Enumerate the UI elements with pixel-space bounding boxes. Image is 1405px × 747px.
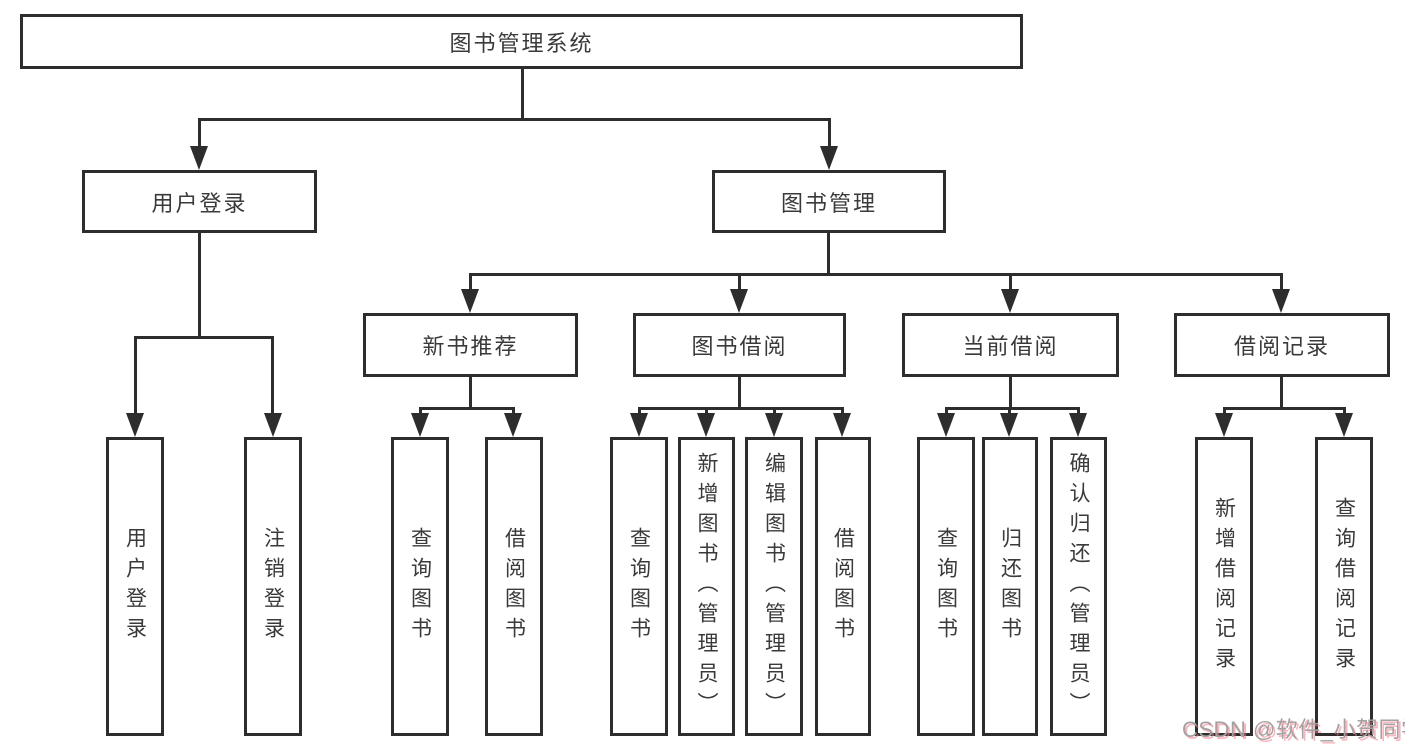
leaf-confirm-return-admin: 确认归还（管理员） [1050, 437, 1107, 736]
arrowhead-down-icon [1272, 289, 1290, 313]
connector-line [198, 118, 831, 121]
connector-line [828, 118, 831, 148]
node-user-login-label: 用户登录 [151, 190, 248, 216]
leaf-add-book-admin-label: 新增图书（管理员） [695, 451, 718, 722]
leaf-borrow-book-recommend-label: 借阅图书 [502, 526, 526, 647]
connector-line [521, 69, 524, 118]
leaf-add-borrow-record: 新增借阅记录 [1195, 437, 1253, 736]
connector-line [271, 336, 274, 415]
leaf-query-book-recommend-label: 查询图书 [408, 526, 432, 647]
arrowhead-down-icon [730, 289, 748, 313]
connector-line [198, 118, 201, 148]
arrowhead-down-icon [937, 413, 955, 437]
leaf-query-book-recommend: 查询图书 [391, 437, 449, 736]
leaf-add-borrow-record-label: 新增借阅记录 [1212, 496, 1236, 677]
leaf-query-book-label: 查询图书 [627, 526, 651, 647]
connector-line [198, 233, 201, 336]
connector-line [638, 407, 844, 410]
leaf-query-borrow-record-label: 查询借阅记录 [1332, 496, 1356, 677]
connector-line [419, 407, 422, 415]
connector-line [419, 407, 515, 410]
connector-line [738, 273, 741, 291]
connector-line [945, 407, 1079, 410]
node-current-borrow: 当前借阅 [902, 313, 1119, 377]
leaf-logout: 注销登录 [244, 437, 302, 736]
connector-line [1223, 407, 1226, 415]
node-current-borrow-label: 当前借阅 [962, 334, 1059, 359]
arrowhead-down-icon [1001, 289, 1019, 313]
node-book-borrow-label: 图书借阅 [691, 334, 788, 359]
connector-line [638, 407, 641, 415]
arrowhead-down-icon [1335, 413, 1353, 437]
leaf-edit-book-admin: 编辑图书（管理员） [745, 437, 803, 736]
node-new-book-recommend-label: 新书推荐 [422, 334, 519, 359]
arrowhead-down-icon [1215, 413, 1233, 437]
leaf-borrow-book: 借阅图书 [815, 437, 871, 736]
arrowhead-down-icon [411, 413, 429, 437]
leaf-add-book-admin: 新增图书（管理员） [678, 437, 735, 736]
connector-line [945, 407, 948, 415]
node-root-label: 图书管理系统 [449, 30, 594, 56]
leaf-query-borrow-record: 查询借阅记录 [1315, 437, 1373, 736]
node-borrow-record-label: 借阅记录 [1233, 334, 1330, 359]
connector-line [1223, 407, 1345, 410]
arrowhead-down-icon [820, 146, 838, 170]
connector-line [773, 407, 776, 415]
leaf-logout-label: 注销登录 [261, 526, 285, 647]
leaf-return-book: 归还图书 [982, 437, 1038, 736]
connector-line [1077, 407, 1080, 415]
node-user-login: 用户登录 [82, 170, 317, 233]
connector-line [1009, 273, 1012, 291]
arrowhead-down-icon [504, 413, 522, 437]
arrowhead-down-icon [630, 413, 648, 437]
connector-line [738, 377, 741, 407]
connector-line [134, 336, 274, 339]
connector-line [1280, 377, 1283, 407]
connector-line [705, 407, 708, 415]
node-root: 图书管理系统 [20, 14, 1023, 69]
arrowhead-down-icon [126, 413, 144, 437]
leaf-user-login: 用户登录 [106, 437, 164, 736]
node-book-borrow: 图书借阅 [633, 313, 846, 377]
leaf-edit-book-admin-label: 编辑图书（管理员） [762, 451, 786, 722]
connector-line [469, 273, 1283, 276]
leaf-query-book: 查询图书 [610, 437, 668, 736]
arrowhead-down-icon [1069, 413, 1087, 437]
node-book-management-label: 图书管理 [780, 190, 877, 216]
arrowhead-down-icon [1000, 413, 1018, 437]
node-borrow-record: 借阅记录 [1174, 313, 1390, 377]
node-book-management: 图书管理 [712, 170, 946, 233]
leaf-query-current: 查询图书 [917, 437, 975, 736]
connector-line [1280, 273, 1283, 291]
leaf-query-current-label: 查询图书 [934, 526, 958, 647]
connector-line [827, 233, 830, 273]
leaf-borrow-book-label: 借阅图书 [831, 526, 855, 647]
leaf-return-book-label: 归还图书 [998, 526, 1022, 647]
connector-line [841, 407, 844, 415]
arrowhead-down-icon [765, 413, 783, 437]
arrowhead-down-icon [461, 289, 479, 313]
connector-line [134, 336, 137, 415]
leaf-user-login-label: 用户登录 [123, 526, 147, 647]
connector-line [469, 377, 472, 407]
connector-line [1343, 407, 1346, 415]
leaf-confirm-return-admin-label: 确认归还（管理员） [1067, 451, 1090, 722]
connector-line [469, 273, 472, 291]
leaf-borrow-book-recommend: 借阅图书 [485, 437, 543, 736]
connector-line [1009, 377, 1012, 407]
connector-line [1008, 407, 1011, 415]
csdn-watermark: CSDN @软件_小贺同学 [1182, 717, 1405, 742]
arrowhead-down-icon [697, 413, 715, 437]
arrowhead-down-icon [833, 413, 851, 437]
connector-line [512, 407, 515, 415]
arrowhead-down-icon [264, 413, 282, 437]
node-new-book-recommend: 新书推荐 [363, 313, 578, 377]
arrowhead-down-icon [190, 146, 208, 170]
